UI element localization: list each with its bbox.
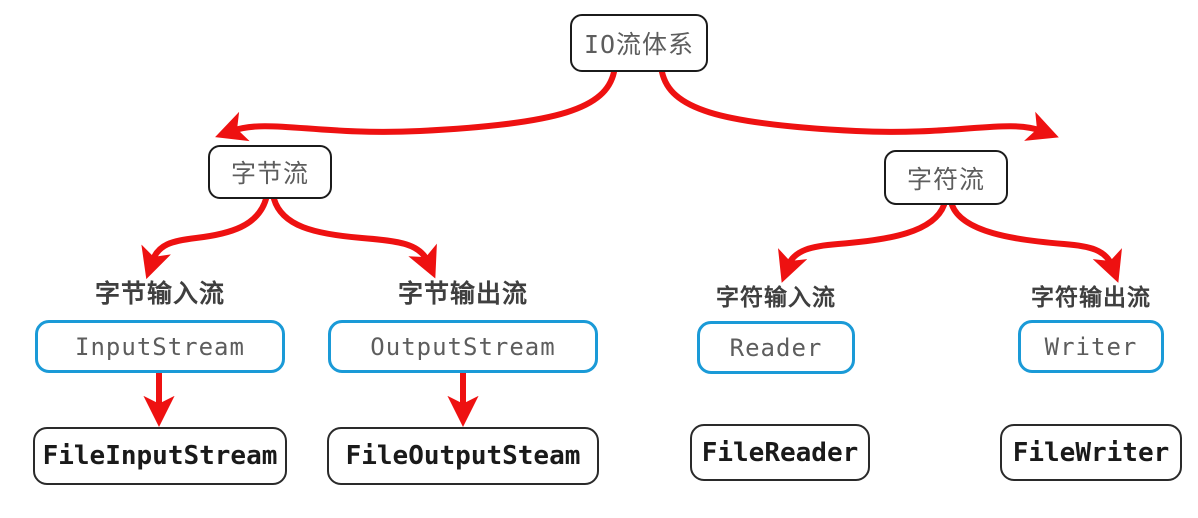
node-reader[interactable]: Reader [697,321,855,374]
edge-root-to-byte-stream [215,69,617,142]
caption-char-output-stream: 字符输出流 [991,278,1191,312]
node-filereader-label: FileReader [701,437,859,468]
edge-byte-stream-to-byte-output [271,196,437,279]
node-fileoutputstream[interactable]: FileOutputSteam [327,427,599,485]
edge-byte-stream-to-byte-input [141,196,269,280]
caption-char-input-stream-label: 字符输入流 [716,285,836,311]
caption-byte-input-stream-label: 字节输入流 [94,279,225,308]
caption-char-input-stream: 字符输入流 [676,278,876,312]
node-writer[interactable]: Writer [1018,320,1164,373]
caption-byte-output-stream-label: 字节输出流 [397,279,528,308]
node-inputstream-label: InputStream [75,332,245,361]
node-char-stream-label: 字符流 [906,164,985,194]
node-byte-stream-label: 字节流 [230,159,309,188]
edge-root-to-char-stream [659,69,1059,141]
node-inputstream[interactable]: InputStream [35,320,285,373]
node-outputstream-label: OutputStream [370,332,556,361]
node-root[interactable]: IO流体系 [570,14,708,72]
node-char-stream[interactable]: 字符流 [884,150,1008,205]
caption-byte-input-stream: 字节输入流 [35,274,285,310]
node-fileoutputstream-label: FileOutputSteam [345,441,581,471]
edge-char-stream-to-char-input [778,202,947,283]
caption-byte-output-stream: 字节输出流 [338,274,588,310]
node-reader-label: Reader [729,333,823,362]
node-filereader[interactable]: FileReader [690,424,870,481]
edge-char-stream-to-char-output [949,202,1122,283]
node-byte-stream[interactable]: 字节流 [208,145,332,199]
node-filewriter[interactable]: FileWriter [1000,424,1182,481]
node-writer-label: Writer [1044,332,1138,361]
node-fileinputstream[interactable]: FileInputStream [33,427,287,485]
node-root-label: IO流体系 [583,30,695,59]
node-fileinputstream-label: FileInputStream [42,441,278,471]
caption-char-output-stream-label: 字符输出流 [1031,285,1151,311]
node-outputstream[interactable]: OutputStream [328,320,598,373]
node-filewriter-label: FileWriter [1012,437,1170,468]
